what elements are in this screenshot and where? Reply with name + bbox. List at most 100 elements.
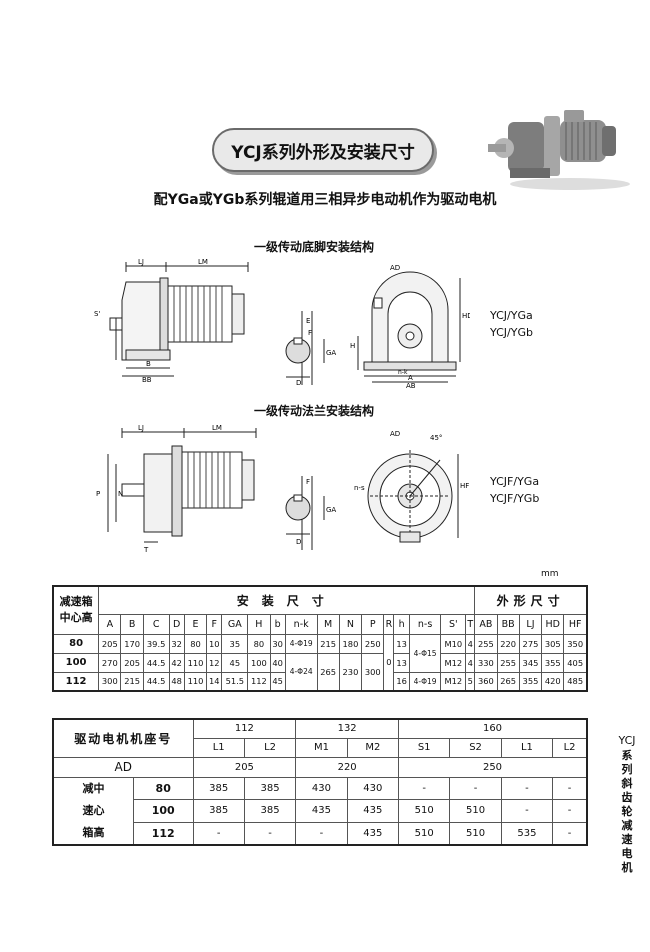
column-header: M (316, 613, 340, 635)
cell: 230 (338, 652, 363, 692)
dim-hd: HD (462, 312, 470, 320)
motor-length-table: 驱动电机机座号 112 132 160 L1 L2 M1 M2 S1 S2 L1… (52, 718, 588, 846)
cell: 430 (346, 776, 400, 800)
frame-header: 112 (192, 718, 297, 739)
cell: 405 (563, 652, 588, 673)
section-caption-foot: 一级传动底脚安装结构 (254, 240, 375, 254)
ad-value: 220 (295, 756, 399, 778)
subcol: L2 (552, 737, 588, 758)
cell: 345 (518, 652, 543, 673)
cell: 215 (120, 671, 144, 692)
cell: 360 (474, 671, 498, 692)
cell: 250 (361, 633, 385, 654)
dim-d: D (296, 379, 301, 387)
foot-mount-end-drawing: AD HD H n-k A AB (350, 264, 470, 388)
column-header: D (168, 613, 185, 635)
cell: 110 (183, 652, 208, 673)
cell: 510 (449, 821, 502, 845)
corner-line: 箱高 (82, 825, 105, 839)
dim-ga: GA (326, 506, 336, 514)
cell: 35 (221, 633, 249, 654)
table-row: 减中 速心 箱高 80 385 385 430 430 - - - - (52, 776, 588, 845)
cell: 255 (474, 633, 498, 654)
cell: - (449, 776, 502, 800)
foot-mount-side-drawing: LJ LM S' B BB (94, 258, 249, 383)
cell-nk: 4-Φ24 (284, 652, 318, 692)
dim-ab: AB (406, 382, 416, 388)
column-header: C (142, 613, 170, 635)
cell: 265 (316, 652, 340, 692)
cell: 330 (474, 652, 498, 673)
dim-lm: LM (198, 258, 208, 266)
cell: 80 (247, 633, 271, 654)
cell: 385 (192, 799, 245, 823)
column-header: n-s (408, 613, 442, 635)
cell: 110 (183, 671, 208, 692)
dim-ad: AD (390, 264, 400, 272)
column-header: F (206, 613, 223, 635)
column-header: E (183, 613, 208, 635)
model-label: YCJ/YGa (490, 309, 533, 322)
column-header: S' (440, 613, 467, 635)
cell: 48 (168, 671, 185, 692)
corner-line: 减速箱 (59, 595, 93, 609)
corner-line: 中心高 (59, 611, 93, 625)
corner-line: 速心 (82, 803, 105, 817)
cell: 10 (206, 633, 223, 654)
shaft-section-flange: F GA D (285, 476, 336, 550)
cell: 42 (168, 652, 185, 673)
cell: 275 (518, 633, 543, 654)
dim-n: N (118, 490, 123, 498)
cell-r: 0 (383, 633, 395, 692)
flange-mount-end-drawing: AD 45° HF n-s (354, 430, 469, 543)
subcol: L1 (500, 737, 554, 758)
sidebar-char: 机 (621, 861, 633, 874)
cell: - (500, 799, 554, 823)
cell: 44.5 (142, 652, 170, 673)
dim-s: S' (94, 310, 100, 318)
cell: 4 (465, 633, 476, 654)
product-photo (488, 110, 630, 190)
row-key: 100 (132, 799, 194, 823)
table-row: 100 385 385 435 435 510 510 - - (53, 799, 588, 823)
sidebar-char: 系 (621, 749, 633, 762)
cell: 435 (346, 821, 400, 845)
cell: 265 (496, 671, 520, 692)
dim-lj: LJ (138, 258, 144, 266)
column-header: n-k (284, 613, 318, 635)
cell: 45 (269, 671, 286, 692)
frame-header: 132 (295, 718, 399, 739)
subcol: S1 (397, 737, 451, 758)
table-row: 80 205 170 39.5 32 80 10 35 80 30 4-Φ19 … (52, 633, 588, 692)
cell: - (397, 776, 451, 800)
table-row: 112 - - - 435 510 510 535 - (53, 821, 588, 845)
cell: 205 (98, 633, 122, 654)
cell: 16 (393, 671, 410, 692)
cell: 13 (393, 652, 410, 673)
cell: 51.5 (221, 671, 249, 692)
cell: 13 (393, 633, 410, 654)
column-header: N (338, 613, 363, 635)
cell: 300 (361, 652, 385, 692)
subcol: M1 (295, 737, 348, 758)
cell: 14 (206, 671, 223, 692)
ad-value: 250 (398, 756, 588, 778)
cell: 355 (518, 671, 543, 692)
row-key: 80 (132, 776, 194, 800)
cell: 12 (206, 652, 223, 673)
cell: 4 (465, 652, 476, 673)
cell: 385 (243, 776, 297, 800)
cell: 435 (295, 799, 348, 823)
cell: 385 (243, 799, 297, 823)
cell: 485 (563, 671, 588, 692)
sidebar-char: 斜 (621, 777, 633, 790)
cell: 32 (168, 633, 185, 654)
column-header: h (393, 613, 410, 635)
column-header: BB (496, 613, 520, 635)
dim-h: H (350, 342, 355, 350)
model-labels-foot: YCJ/YGa YCJ/YGb (490, 307, 533, 341)
subtitle: 配YGa或YGb系列辊道用三相异步电动机作为驱动电机 (153, 192, 497, 208)
dim-f: F (306, 478, 310, 486)
cell: 5 (465, 671, 476, 692)
